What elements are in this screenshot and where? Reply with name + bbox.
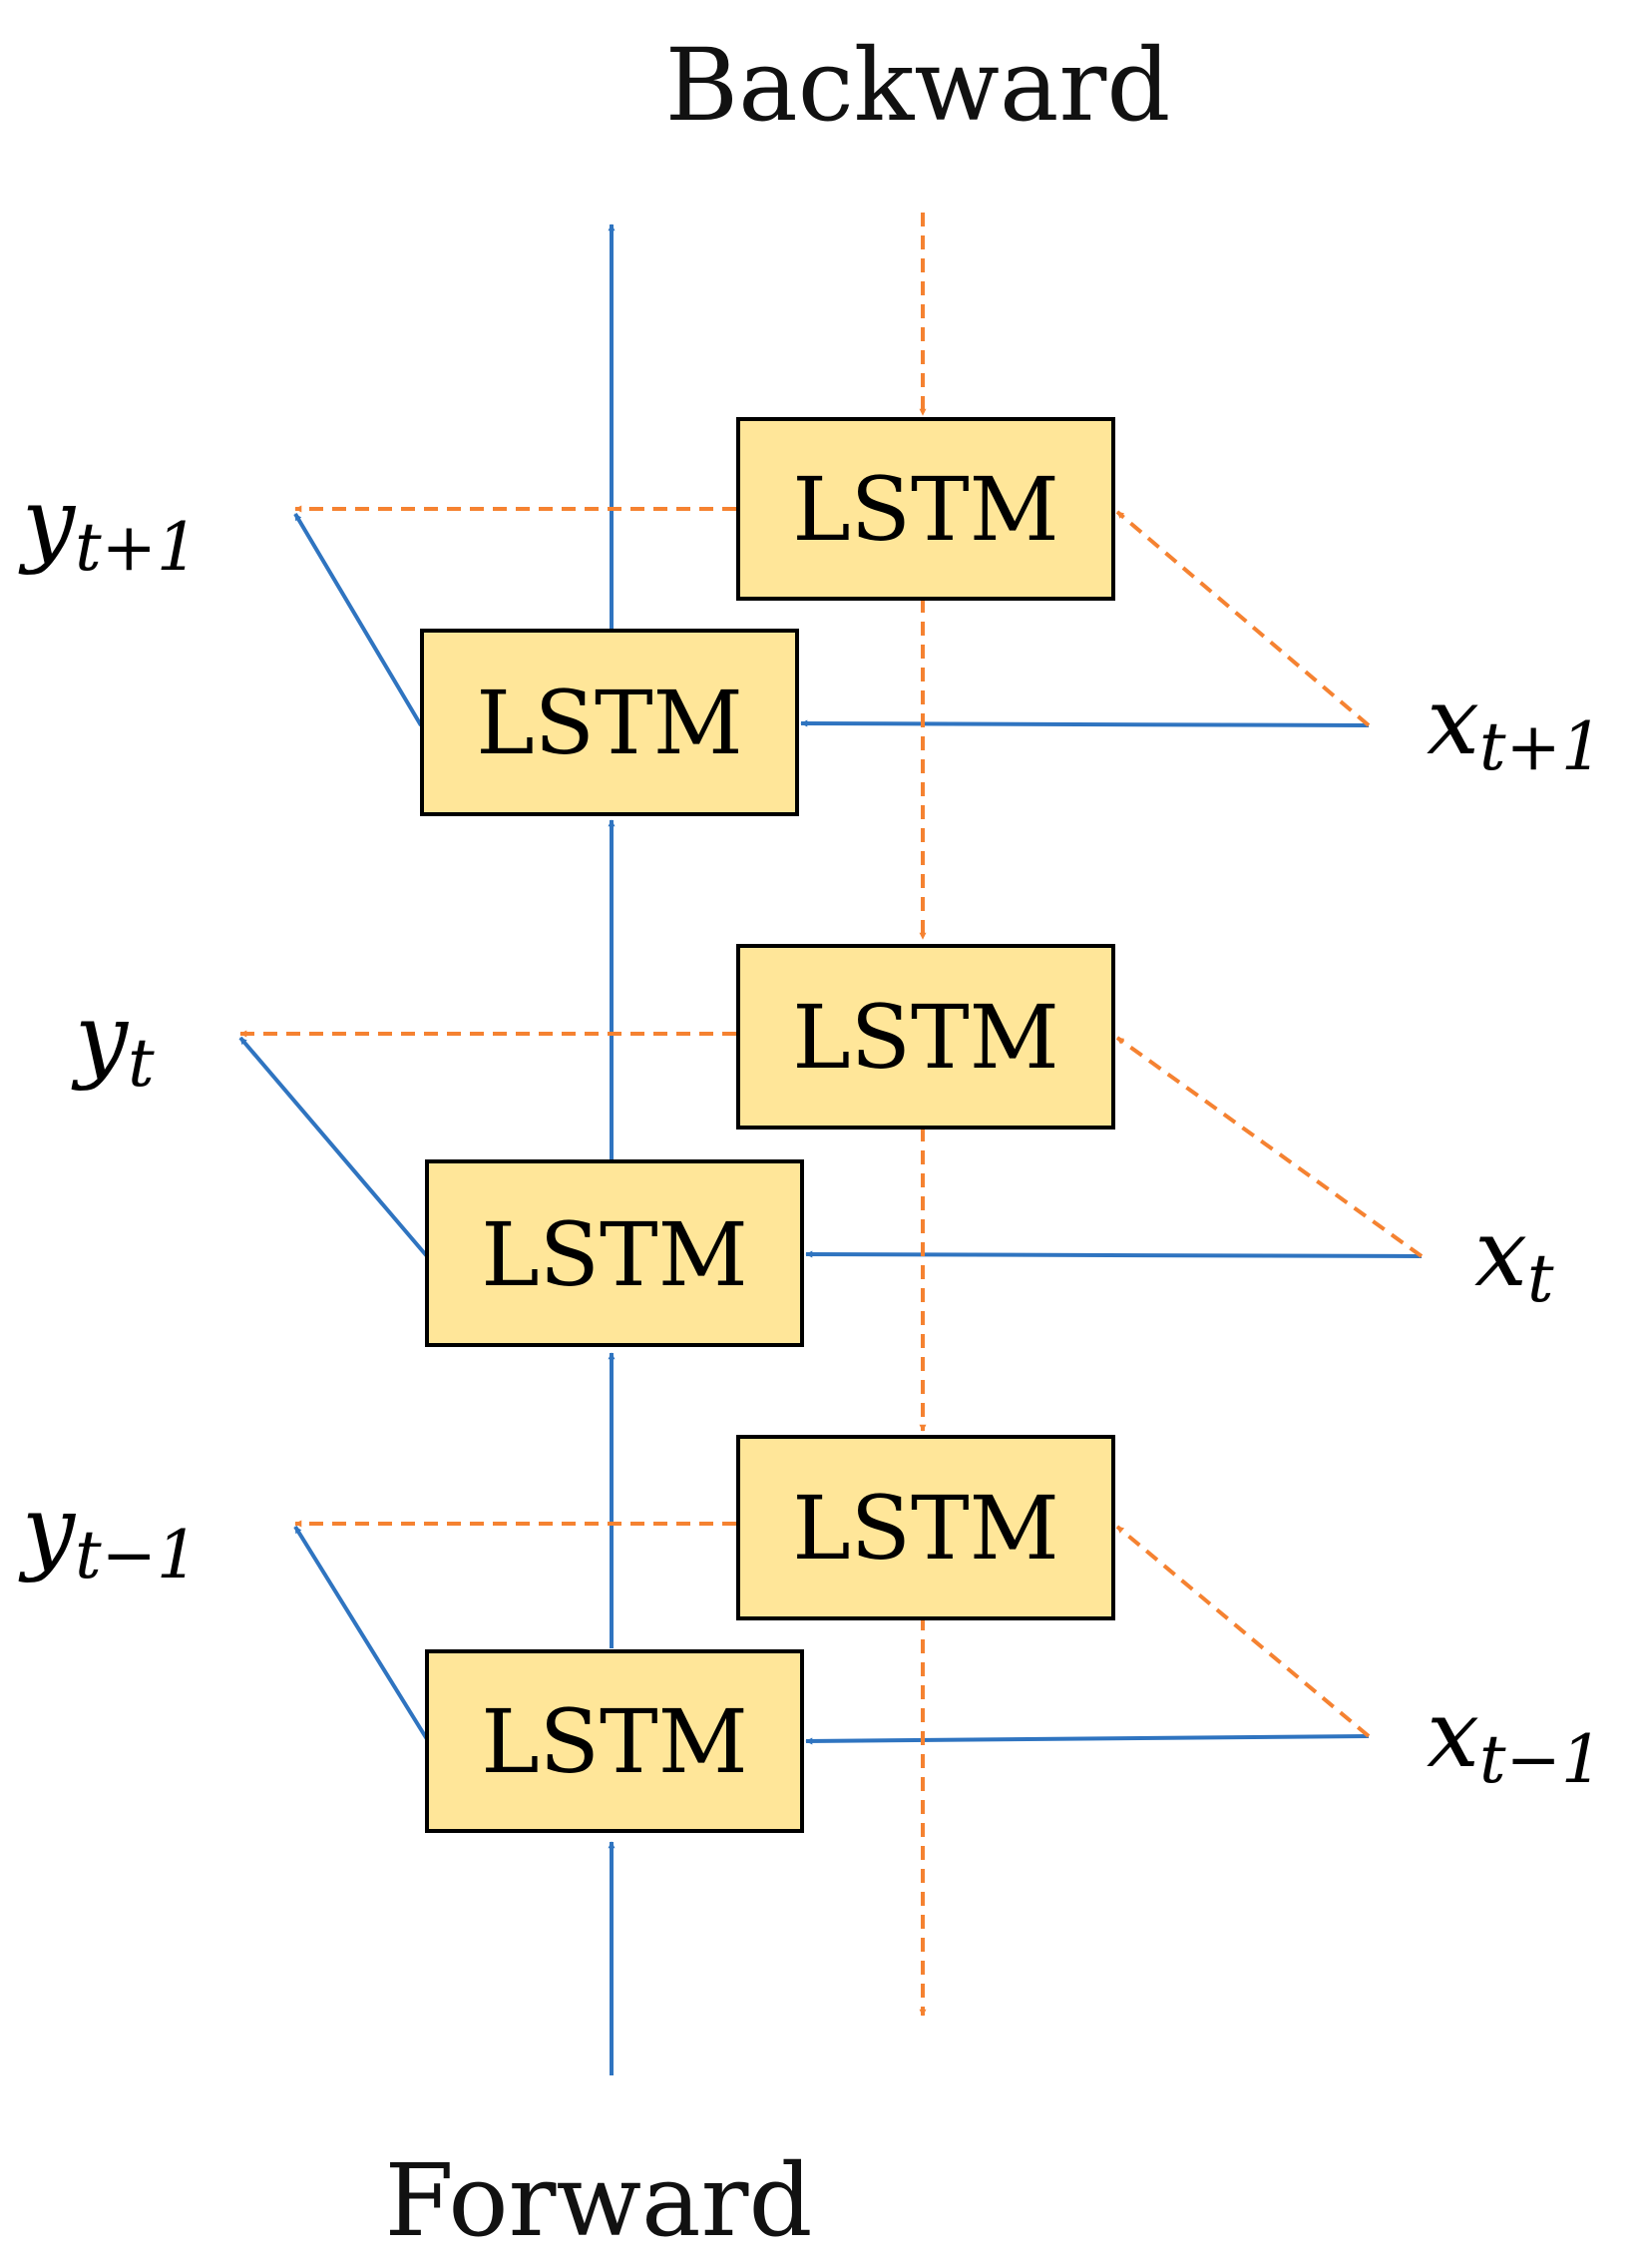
output-arrow-fwd-t [238,1036,429,1258]
input-label-t: xt [1474,1199,1554,1317]
lstm-label: LSTM [481,1203,748,1306]
input-label-subscript: t−1 [1479,1721,1603,1798]
input-label-t-1: xt−1 [1427,1680,1603,1798]
output-label-subscript: t [128,1025,155,1102]
lstm-label: LSTM [792,1477,1059,1580]
lstm-cell-forward-t: LSTM [425,1159,804,1347]
input-label-subscript: t [1527,1240,1554,1317]
output-label-t: yt [71,984,155,1102]
output-label-subscript: t+1 [75,509,199,586]
output-label-t+1: yt+1 [18,468,199,586]
lstm-label: LSTM [792,458,1059,561]
output-label-base: y [18,1476,77,1585]
lstm-cell-backward-t-1: LSTM [736,1435,1115,1620]
lstm-label: LSTM [481,1690,748,1793]
lstm-cell-forward-t+1: LSTM [420,629,799,816]
forward-label: Forward [385,2142,813,2259]
output-label-base: y [71,984,130,1093]
input-label-base: x [1427,1680,1479,1789]
lstm-label: LSTM [476,672,743,774]
lstm-cell-forward-t-1: LSTM [425,1649,804,1833]
input-label-t+1: xt+1 [1427,668,1603,785]
input-arrow-fwd-t [805,1250,1423,1258]
output-label-t-1: yt−1 [18,1476,199,1593]
output-label-subscript: t−1 [75,1517,199,1593]
input-label-base: x [1474,1199,1527,1308]
lstm-cell-backward-t: LSTM [736,944,1115,1130]
lstm-label: LSTM [792,986,1059,1089]
input-arrow-bwd-t-1 [1115,1525,1371,1738]
input-arrow-fwd-t-1 [805,1734,1370,1745]
output-label-base: y [18,468,77,577]
input-arrow-fwd-t+1 [800,719,1370,727]
input-label-base: x [1427,668,1479,776]
backward-chain [239,213,1424,2017]
forward-chain [238,224,1423,2075]
output-arrow-fwd-t-1 [293,1525,429,1741]
lstm-cell-backward-t+1: LSTM [736,417,1115,601]
backward-label: Backward [665,27,1171,144]
input-arrow-bwd-t [1115,1036,1424,1258]
input-label-subscript: t+1 [1479,708,1603,785]
output-arrow-fwd-t+1 [293,512,423,727]
input-arrow-bwd-t+1 [1115,510,1371,727]
